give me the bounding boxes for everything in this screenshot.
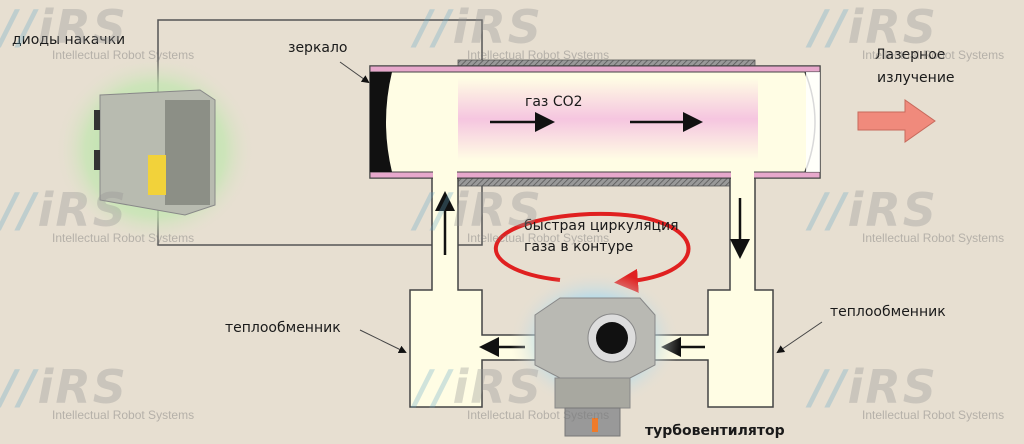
laser-output-arrow <box>857 99 936 143</box>
mirror-pointer <box>339 61 370 84</box>
tube-wall-bottom <box>369 171 821 179</box>
electrode-bottom <box>457 177 756 187</box>
pump-diodes-label: диоды накачки <box>12 32 126 48</box>
circulation-arrow <box>493 211 691 293</box>
circulation-label-2: газа в контуре <box>524 239 634 255</box>
mirror-label: зеркало <box>288 40 348 56</box>
circulation-label-1: быстрая циркуляция <box>524 218 679 234</box>
heat-exchanger-left-label: теплообменник <box>225 320 341 336</box>
turbofan-label: турбовентилятор <box>645 423 785 439</box>
laser-output-label-2: излучение <box>877 70 955 86</box>
electrode-top <box>457 59 756 67</box>
heat-exchanger-left-pointer <box>359 329 407 353</box>
heat-exchanger-right-pointer <box>776 321 823 354</box>
rear-mirror <box>370 72 392 172</box>
turbofan-unit <box>534 297 656 437</box>
laser-output-label-1: Лазерное <box>875 47 946 63</box>
pump-diode-unit <box>94 89 216 216</box>
heat-exchanger-right-label: теплообменник <box>830 304 946 320</box>
gas-label: газ СО2 <box>525 94 583 110</box>
gas-discharge <box>458 78 758 160</box>
tube-wall-top <box>369 65 821 73</box>
